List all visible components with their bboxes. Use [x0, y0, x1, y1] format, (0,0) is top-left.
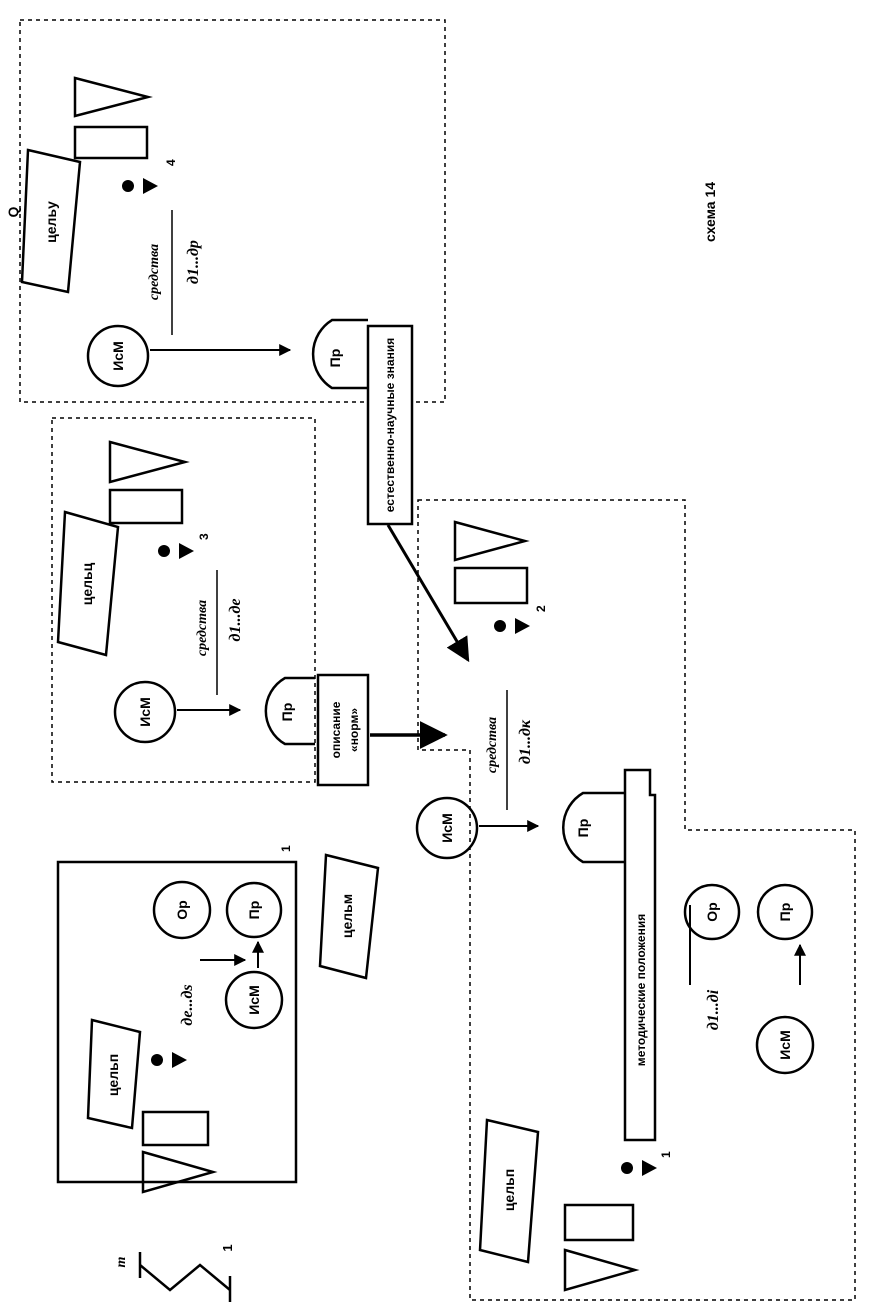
goal-label: цельу — [43, 201, 59, 243]
dot-icon — [158, 545, 170, 557]
knowledge-methodical-text: методические положения — [634, 914, 648, 1066]
rectangle-icon — [108, 488, 184, 525]
goal-parallelogram — [86, 1018, 142, 1130]
means-range: д1...дк — [517, 719, 534, 764]
means-range: де...дs — [179, 984, 196, 1025]
block-number-3: 3 — [197, 533, 211, 540]
pointer-triangle-icon — [179, 543, 194, 559]
goal-parallelogram — [478, 1118, 540, 1264]
ism-node[interactable] — [224, 970, 284, 1030]
goal-p-right: цельп — [478, 1118, 540, 1264]
block-2: 2 средства д1...дк ИсМ Пр методические п… — [415, 520, 815, 1292]
triangle-icon — [73, 76, 153, 118]
frame-block-2 — [417, 499, 856, 1301]
pointer-triangle-icon — [172, 1052, 187, 1068]
triangle-icon — [453, 520, 530, 562]
caption: схема 14 — [702, 182, 718, 242]
pr-node-inner[interactable] — [756, 883, 814, 941]
pr-node[interactable] — [225, 881, 283, 939]
rectangle-icon — [141, 1110, 210, 1147]
goal-parallelogram — [20, 148, 82, 294]
knowledge-bar-norms — [316, 673, 370, 787]
or-node[interactable] — [683, 883, 741, 941]
inner-means-range: д1...дi — [705, 989, 722, 1030]
ism-node-inner[interactable] — [755, 1015, 815, 1075]
triangle-icon — [563, 1248, 640, 1292]
dot-icon — [494, 620, 506, 632]
pr-label-inner: Пр — [777, 903, 793, 922]
pr-label: Пр — [327, 349, 343, 368]
goal-parallelogram — [318, 853, 380, 980]
goal-p-left: цельп — [86, 1018, 142, 1130]
frame-block-4 — [19, 19, 446, 403]
knowledge-bar-methodical — [623, 768, 657, 1142]
block-number-2: 2 — [534, 605, 548, 612]
means-word: средства — [485, 717, 500, 773]
block-number-1: 1 — [659, 1151, 673, 1158]
pr-label: Пр — [279, 703, 295, 722]
corner-mark: Q — [5, 206, 21, 217]
means-word: средства — [195, 600, 210, 656]
ism-node[interactable] — [113, 680, 177, 744]
block-number-4: 4 — [164, 159, 178, 166]
block-number-1-left: 1 — [279, 845, 293, 852]
dot-icon — [122, 180, 134, 192]
block-3: 3 цельц средства д1...де ИсМ Пр описание… — [56, 440, 370, 787]
means-word: средства — [147, 244, 162, 300]
pr-label: Пр — [246, 901, 262, 920]
rectangle-icon — [453, 566, 529, 605]
pointer-triangle-icon — [143, 178, 158, 194]
goal-c: цельц — [56, 510, 120, 657]
goal-label: цельц — [79, 562, 95, 605]
or-label: Ор — [174, 900, 190, 919]
goal-label: цельм — [339, 894, 355, 938]
triangle-icon — [141, 1150, 218, 1194]
or-node[interactable] — [152, 880, 212, 940]
knowledge-norms-line1: описание — [329, 701, 343, 758]
ism-label: ИсМ — [439, 813, 455, 843]
frame-block-3 — [51, 417, 316, 783]
block-4: 4 цельу средства д1...др ИсМ Пр естестве… — [20, 76, 414, 526]
pr-node[interactable] — [311, 318, 368, 390]
dot-icon — [621, 1162, 633, 1174]
pointer-triangle-icon — [515, 618, 530, 634]
goal-label: цельп — [105, 1054, 121, 1096]
ism-label: ИсМ — [246, 985, 262, 1015]
arrow-natural-science-to-block2 — [386, 524, 470, 663]
goal-parallelogram — [56, 510, 120, 657]
rectangle-icon — [73, 125, 149, 160]
zigzag-label-bottom: 1 — [220, 1244, 235, 1251]
pr-node[interactable] — [264, 676, 315, 746]
goal-m: цельм — [318, 853, 380, 980]
ism-node[interactable] — [86, 324, 150, 388]
triangle-icon — [108, 440, 190, 484]
rectangle-icon — [563, 1203, 635, 1242]
goal-y: цельу — [20, 148, 82, 294]
knowledge-natural-science-text: естественно-научные знания — [383, 338, 397, 512]
ism-label: ИсМ — [110, 341, 126, 371]
pr-label: Пр — [575, 819, 591, 838]
or-label: Ор — [704, 902, 720, 921]
zigzag-marker: m 1 — [114, 1244, 235, 1302]
pr-node[interactable] — [561, 791, 625, 864]
ism-label: ИсМ — [137, 697, 153, 727]
block-1-left: 1 Ор Пр де...дs ИсМ цельп — [86, 845, 293, 1194]
ism-label-inner: ИсМ — [777, 1030, 793, 1060]
zigzag-label-top: m — [114, 1256, 129, 1267]
pointer-triangle-icon — [642, 1160, 657, 1176]
means-range: д1...де — [227, 599, 244, 642]
knowledge-norms-line2: «норм» — [347, 708, 361, 752]
knowledge-bar-natural-science — [366, 324, 414, 526]
dot-icon — [151, 1054, 163, 1066]
means-range: д1...др — [185, 240, 202, 284]
ism-node[interactable] — [415, 796, 479, 860]
zigzag-line — [139, 1263, 231, 1292]
goal-label: цельп — [501, 1169, 517, 1211]
